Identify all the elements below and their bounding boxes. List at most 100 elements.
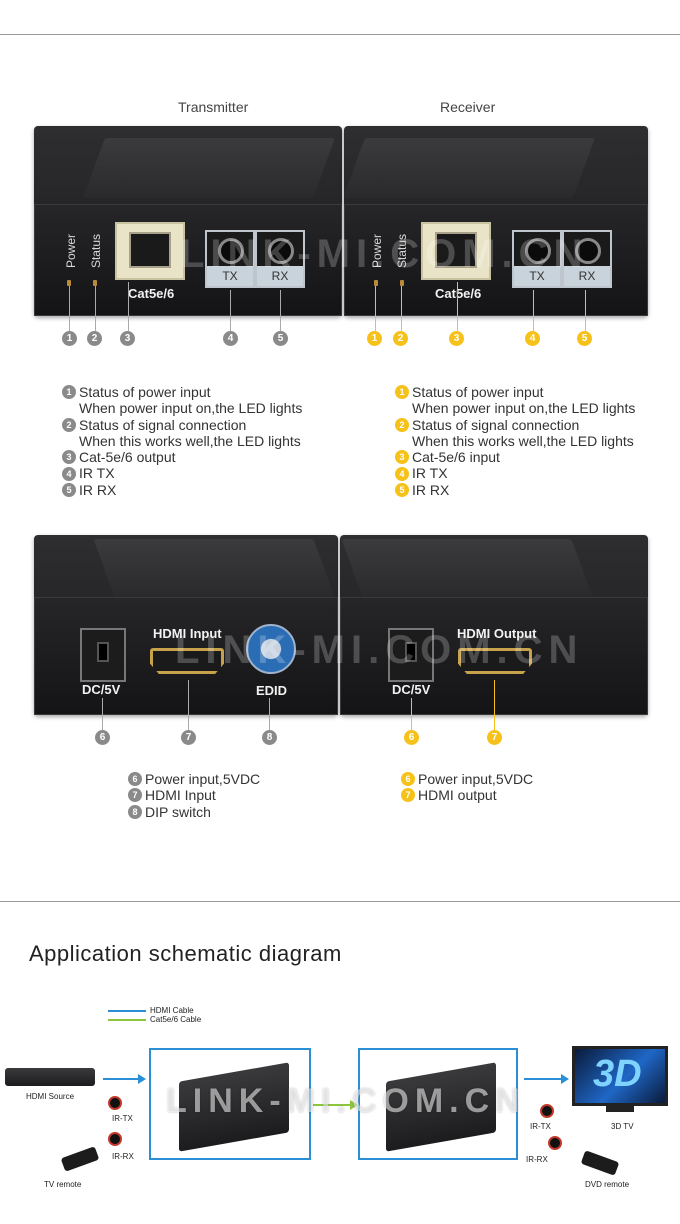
tv-screen-text: 3D <box>593 1053 642 1095</box>
dvd-remote-icon <box>580 1150 620 1176</box>
hdmi-cable-legend-label: HDMI Cable <box>150 1006 194 1015</box>
cat-label: Cat5e/6 <box>435 286 482 301</box>
leader-line <box>102 698 103 730</box>
leader-line <box>401 286 402 331</box>
tv-remote-label: TV remote <box>44 1180 82 1189</box>
watermark-2: LINK-MI.COM.CN <box>175 628 584 672</box>
hdmi-cable-legend-line <box>108 1010 146 1012</box>
marker-2: 2 <box>393 331 408 346</box>
leader-line <box>230 290 231 331</box>
marker-7: 7 <box>181 730 196 745</box>
power-label: Power <box>64 234 78 269</box>
arrow-icon <box>138 1074 146 1084</box>
tv-remote-icon <box>60 1146 100 1172</box>
marker-5: 5 <box>577 331 592 346</box>
leader-line <box>457 282 458 331</box>
cat-cable <box>313 1104 353 1106</box>
legend-item: When this works well,the LED lights <box>79 432 301 449</box>
tv-icon: 3D <box>572 1046 668 1106</box>
ir-receiver-icon <box>548 1136 562 1150</box>
hdmi-in-cable <box>103 1078 143 1080</box>
marker-6: 6 <box>404 730 419 745</box>
leader-line <box>188 680 189 730</box>
dvd-remote-label: DVD remote <box>585 1180 630 1189</box>
marker-8: 8 <box>262 730 277 745</box>
leader-line <box>585 290 586 331</box>
cat-cable-legend-line <box>108 1019 146 1021</box>
marker-1: 1 <box>62 331 77 346</box>
status-label: Status <box>89 234 103 269</box>
marker-3: 3 <box>449 331 464 346</box>
ir-rx-label-2: IR-RX <box>526 1155 548 1164</box>
cat-label: Cat5e/6 <box>128 286 175 301</box>
section-divider <box>0 901 680 902</box>
hdmi-output-port <box>458 648 532 674</box>
leader-line <box>128 282 129 331</box>
dc-jack <box>80 628 126 682</box>
hdmi-input-port <box>150 648 224 674</box>
hdmi-input-label: HDMI Input <box>153 626 222 641</box>
edid-label: EDID <box>256 683 288 698</box>
transmitter-box <box>149 1048 311 1160</box>
ir-tx-port: TX <box>512 230 562 288</box>
status-led <box>93 280 97 286</box>
marker-3: 3 <box>120 331 135 346</box>
hdmi-output-label: HDMI Output <box>457 626 537 641</box>
legend-item: When power input on,the LED lights <box>412 400 636 417</box>
tv-label: 3D TV <box>611 1122 634 1131</box>
edid-dip-switch <box>246 624 296 674</box>
hdmi-source-device <box>5 1068 95 1086</box>
watermark-1: LINK-MI.COM.CN <box>180 232 589 276</box>
leader-line <box>280 290 281 331</box>
power-led <box>67 280 71 286</box>
legend-item: When this works well,the LED lights <box>412 432 634 449</box>
marker-4: 4 <box>223 331 238 346</box>
watermark-3: LINK-MI.COM.CN <box>166 1082 526 1120</box>
tv-stand <box>606 1106 634 1112</box>
marker-5: 5 <box>273 331 288 346</box>
rx-label: RX <box>257 266 303 286</box>
arrow-icon <box>350 1100 358 1110</box>
leader-line <box>411 698 412 730</box>
ir-tx-label-2: IR-TX <box>530 1122 551 1131</box>
tx-label: TX <box>207 266 253 286</box>
receiver-heading: Receiver <box>440 99 496 115</box>
dc-jack <box>388 628 434 682</box>
ir-tx-port: TX <box>205 230 255 288</box>
arrow-icon <box>561 1074 569 1084</box>
hdmi-out-cable <box>524 1078 564 1080</box>
rj45-port <box>421 222 491 280</box>
ir-rx-label: IR-RX <box>112 1152 134 1161</box>
ir-receiver-icon <box>108 1132 122 1146</box>
leader-line <box>95 286 96 331</box>
transmitter-rear-image <box>34 535 338 715</box>
dc-label: DC/5V <box>82 682 121 697</box>
rj45-port <box>115 222 185 280</box>
marker-2: 2 <box>87 331 102 346</box>
leader-line <box>494 680 495 730</box>
leader-line <box>533 290 534 331</box>
cat-cable-legend-label: Cat5e/6 Cable <box>150 1015 202 1024</box>
ir-tx-label: IR-TX <box>112 1114 133 1123</box>
receiver-box <box>358 1048 518 1160</box>
rx-label: RX <box>564 266 610 286</box>
leader-line <box>69 286 70 331</box>
marker-4: 4 <box>525 331 540 346</box>
marker-1: 1 <box>367 331 382 346</box>
